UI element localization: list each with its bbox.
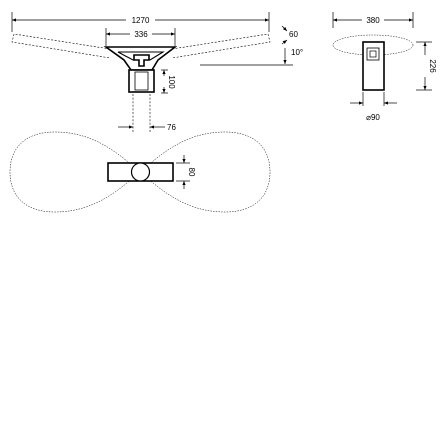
dim-text-336: 336 xyxy=(134,30,148,39)
dim-text-76: 76 xyxy=(167,123,176,132)
right-wing-outline xyxy=(171,33,271,59)
dim-pole-diameter: ⌀90 xyxy=(350,92,397,122)
dim-text-226: 226 xyxy=(428,59,437,73)
dim-tilt: 10° xyxy=(200,48,303,66)
dim-overall-width: 1270 xyxy=(11,12,270,32)
dim-height-top: 60 xyxy=(281,25,298,45)
dim-plan-height: 80 xyxy=(176,155,196,189)
left-wing-outline xyxy=(11,33,111,59)
dim-pole-gap: 76 xyxy=(118,123,176,132)
side-head-ellipse xyxy=(332,34,414,56)
dim-text-60: 60 xyxy=(289,30,298,39)
dim-side-height: 226 xyxy=(416,41,437,91)
side-fixture-inner xyxy=(369,50,377,58)
dim-text-80: 80 xyxy=(187,168,196,177)
dim-text-380: 380 xyxy=(366,16,380,25)
dim-stem-height: 100 xyxy=(161,69,176,94)
t-cap xyxy=(133,54,150,67)
dim-text-100: 100 xyxy=(167,75,176,89)
side-fixture-box xyxy=(366,47,380,61)
plan-view: 80 xyxy=(9,131,271,213)
front-elevation: 1270 336 60 10° 100 xyxy=(11,12,303,132)
plan-pole-circle xyxy=(130,162,151,182)
side-view: 380 226 ⌀90 xyxy=(332,12,437,122)
head-inner xyxy=(117,51,165,61)
dim-text-10deg: 10° xyxy=(291,48,303,57)
dim-head-width: 336 xyxy=(105,28,176,46)
dim-text-diameter-90: ⌀90 xyxy=(366,113,380,122)
stem-inner xyxy=(134,71,149,91)
dim-text-1270: 1270 xyxy=(132,16,150,25)
dim-side-width: 380 xyxy=(332,12,414,28)
